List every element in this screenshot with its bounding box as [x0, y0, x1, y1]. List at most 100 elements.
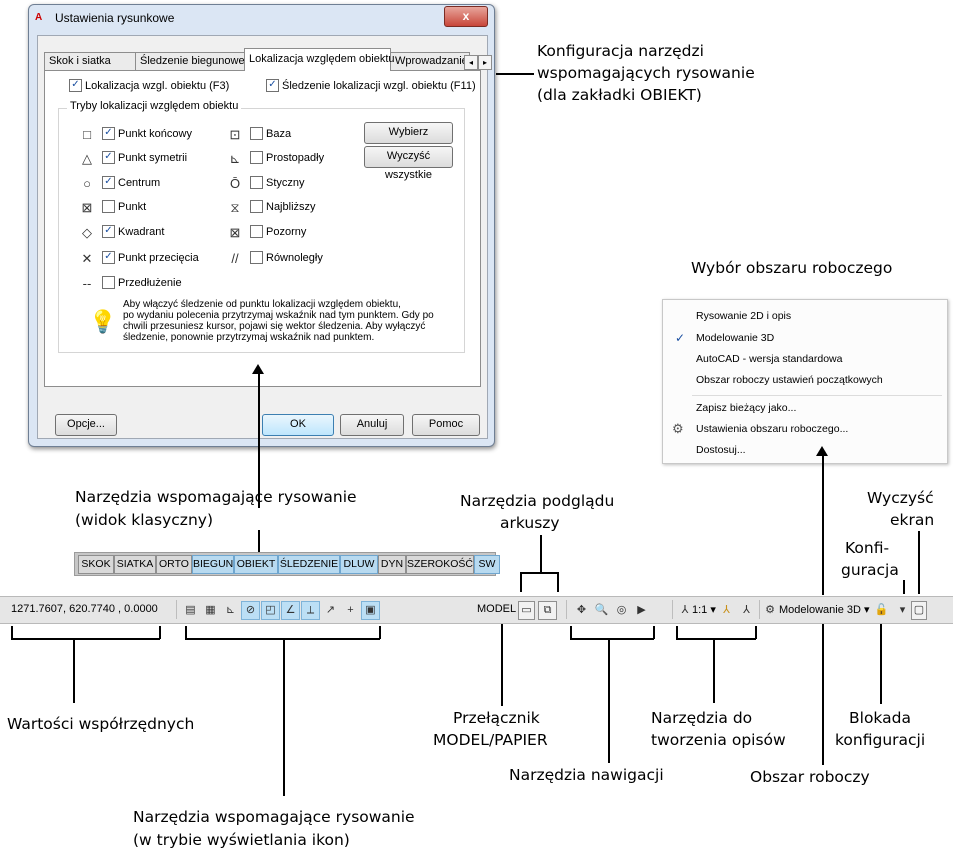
tab-polar-tracking[interactable]: Śledzenie biegunowe — [135, 52, 245, 70]
apparent-symbol-icon: ⊠ — [229, 225, 241, 240]
annotation-scale-icon[interactable]: ⅄ — [681, 604, 689, 616]
insert-checkbox[interactable] — [250, 127, 263, 140]
tab-object-snap[interactable]: Lokalizacja względem obiektu — [244, 48, 395, 71]
lock-caption-2: konfiguracji — [835, 731, 926, 749]
lock-icon[interactable]: 🔓 — [874, 604, 889, 616]
classic-toggle-skok[interactable]: SKOK — [78, 555, 114, 574]
classic-toggle-sw[interactable]: SW — [474, 555, 500, 574]
intersection-checkbox[interactable]: ✓ — [102, 251, 115, 264]
workspace-item-initial[interactable]: Obszar roboczy ustawień początkowych — [696, 374, 883, 386]
menu-separator — [692, 395, 942, 396]
layout-preview-caption-1: Narzędzia podglądu — [460, 492, 615, 510]
classic-toggle-biegun[interactable]: BIEGUN — [192, 555, 234, 574]
workspace-item-3d[interactable]: Modelowanie 3D — [696, 332, 775, 344]
workspace-item-2d[interactable]: Rysowanie 2D i opis — [696, 310, 792, 322]
tab-scroll-right-icon[interactable]: ▸ — [478, 55, 492, 70]
ortho-icon[interactable]: ⊾ — [225, 604, 236, 616]
quick-properties-icon[interactable]: ▣ — [361, 601, 380, 620]
dialog-title: Ustawienia rysunkowe — [55, 11, 175, 25]
classic-toggle-szerokość[interactable]: SZEROKOŚĆ — [406, 555, 474, 574]
lineweight-icon[interactable]: + — [347, 604, 354, 616]
endpoint-label: Punkt końcowy — [118, 128, 192, 140]
annotation-scale-value[interactable]: 1:1 ▾ — [692, 604, 716, 616]
icons-caption-line-2: (w trybie wyświetlania ikon) — [133, 831, 350, 849]
classic-toggle-orto[interactable]: ORTO — [156, 555, 192, 574]
workspace-item-classic[interactable]: AutoCAD - wersja standardowa — [696, 353, 843, 365]
steering-wheel-icon[interactable]: ◎ — [616, 604, 627, 616]
layout-preview-icon[interactable]: ▭ — [518, 601, 535, 620]
classic-toggle-obiekt[interactable]: OBIEKT — [234, 555, 278, 574]
lightbulb-icon: 💡 — [89, 309, 117, 334]
save-current-as-item[interactable]: Zapisz bieżący jako... — [696, 402, 797, 414]
nav-bracket — [570, 638, 654, 640]
cancel-button[interactable]: Anuluj — [340, 414, 404, 436]
lock-leader — [880, 624, 882, 704]
workspace-menu: Rysowanie 2D i opis ✓ Modelowanie 3D Aut… — [662, 299, 948, 464]
pan-icon[interactable]: ✥ — [576, 604, 587, 616]
annotation-visibility-icon[interactable]: ⅄ — [723, 604, 730, 616]
osnap-on-checkbox[interactable]: ✓ — [69, 79, 82, 92]
dialog-desc-line-1: Konfiguracja narzędzi — [537, 42, 704, 60]
clean-screen-icon[interactable]: ▢ — [911, 601, 927, 620]
midpoint-symbol-icon: △ — [82, 151, 92, 166]
parallel-checkbox[interactable] — [250, 251, 263, 264]
node-checkbox[interactable] — [102, 200, 115, 213]
classic-toggle-śledzenie[interactable]: ŚLEDZENIE — [278, 555, 340, 574]
nav-leader — [608, 639, 610, 763]
model-toggle[interactable]: MODEL — [477, 603, 517, 615]
dyn-icon[interactable]: ↗ — [325, 604, 336, 616]
infer-constraints-icon[interactable]: ▤ — [185, 604, 196, 616]
close-button[interactable]: x — [444, 6, 488, 27]
coordinates-readout: 1271.7607, 620.7740 , 0.0000 — [11, 603, 158, 615]
osnap-icon[interactable]: ◰ — [261, 601, 280, 620]
workspace-switch[interactable]: Modelowanie 3D ▾ — [779, 604, 870, 616]
clear-all-button[interactable]: Wyczyść wszystkie — [364, 146, 453, 181]
endpoint-checkbox[interactable]: ✓ — [102, 127, 115, 140]
statusbar-menu-icon[interactable]: ▾ — [899, 604, 906, 616]
otrack-icon[interactable]: ∠ — [281, 601, 300, 620]
showmotion-icon[interactable]: ▶ — [637, 604, 646, 616]
annot-caption-1: Narzędzia do — [651, 709, 753, 727]
dialog-desc-line-2: wspomagających rysowanie — [537, 64, 755, 82]
zoom-icon[interactable]: 🔍 — [594, 604, 609, 616]
nearest-checkbox[interactable] — [250, 200, 263, 213]
tab-snap-grid[interactable]: Skok i siatka — [44, 52, 136, 70]
grid-icon[interactable]: ▦ — [205, 604, 216, 616]
tab-scroll-left-icon[interactable]: ◂ — [464, 55, 478, 70]
insert-symbol-icon: ⊡ — [229, 127, 241, 142]
layouts-preview-icon[interactable]: ⧉ — [538, 601, 557, 620]
classic-toggle-dyn[interactable]: DYN — [378, 555, 406, 574]
intersection-symbol-icon: ✕ — [81, 251, 93, 266]
perpendicular-checkbox[interactable] — [250, 151, 263, 164]
clean-screen-caption-1: Wyczyść — [867, 489, 934, 507]
extension-checkbox[interactable] — [102, 276, 115, 289]
classic-toggle-dluw[interactable]: DLUW — [340, 555, 378, 574]
otrack-on-checkbox[interactable]: ✓ — [266, 79, 279, 92]
tangent-symbol-icon: Ō — [229, 176, 241, 191]
help-button[interactable]: Pomoc — [412, 414, 480, 436]
tab-dynamic-input[interactable]: Wprowadzanie d — [390, 52, 470, 70]
select-all-button[interactable]: Wybierz wszystkie — [364, 122, 453, 157]
quadrant-checkbox[interactable]: ✓ — [102, 225, 115, 238]
info-line-2: po wydaniu polecenia przytrzymaj wskaźni… — [123, 310, 434, 321]
options-button[interactable]: Opcje... — [55, 414, 117, 436]
model-caption-2: MODEL/PAPIER — [433, 731, 548, 749]
ok-button[interactable]: OK — [262, 414, 334, 436]
center-checkbox[interactable]: ✓ — [102, 176, 115, 189]
clean-screen-leader — [918, 531, 920, 594]
workspace-gear-icon[interactable]: ⚙ — [765, 604, 775, 616]
polar-icon[interactable]: ⊘ — [241, 601, 260, 620]
autocad-logo-icon: A — [35, 12, 43, 23]
config-leader — [903, 580, 905, 594]
tangent-checkbox[interactable] — [250, 176, 263, 189]
apparent-label: Pozorny — [266, 226, 307, 238]
icons-bracket — [185, 638, 380, 640]
auto-scale-icon[interactable]: ⅄ — [743, 604, 750, 616]
apparent-checkbox[interactable] — [250, 225, 263, 238]
icons-bracket-left — [185, 626, 187, 639]
classic-toggle-siatka[interactable]: SIATKA — [114, 555, 156, 574]
workspace-settings-item[interactable]: Ustawienia obszaru roboczego... — [696, 423, 849, 435]
midpoint-checkbox[interactable]: ✓ — [102, 151, 115, 164]
ducs-icon[interactable]: ⟂ — [301, 601, 320, 620]
customize-item[interactable]: Dostosuj... — [696, 444, 746, 456]
